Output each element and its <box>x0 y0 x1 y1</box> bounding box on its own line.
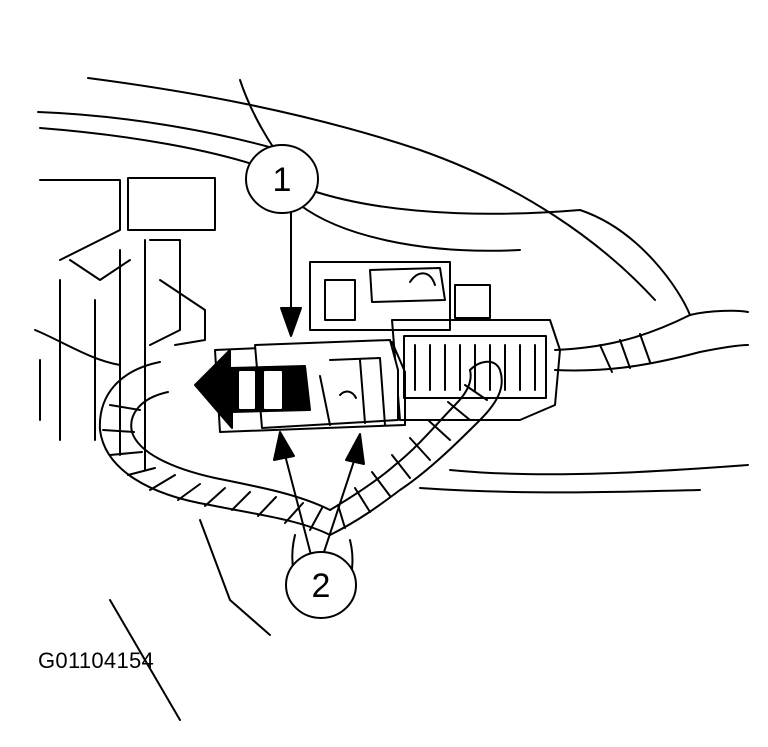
callout-1-arrowhead <box>280 307 302 337</box>
callout-1-circle <box>245 144 319 214</box>
callout-2-arrowhead-left <box>273 431 295 461</box>
callout-2-leader-right <box>322 457 356 556</box>
mating-connector <box>391 319 561 421</box>
callout-2-arrowhead-right <box>345 433 365 465</box>
callout-2-label: 2 <box>312 567 331 605</box>
callout-2-leader-left <box>284 454 312 556</box>
disconnect-direction-arrow <box>194 349 311 429</box>
figure-id-label: G01104154 <box>38 648 155 673</box>
callout-2-group <box>273 431 365 619</box>
right-harness <box>554 309 749 373</box>
wrapped-harness <box>98 360 503 536</box>
callout-2-circle <box>285 551 357 619</box>
body-panel-lines <box>34 77 749 721</box>
callout-1-label: 1 <box>273 161 292 199</box>
upper-bracket <box>309 261 491 331</box>
callout-1-group <box>245 144 319 337</box>
